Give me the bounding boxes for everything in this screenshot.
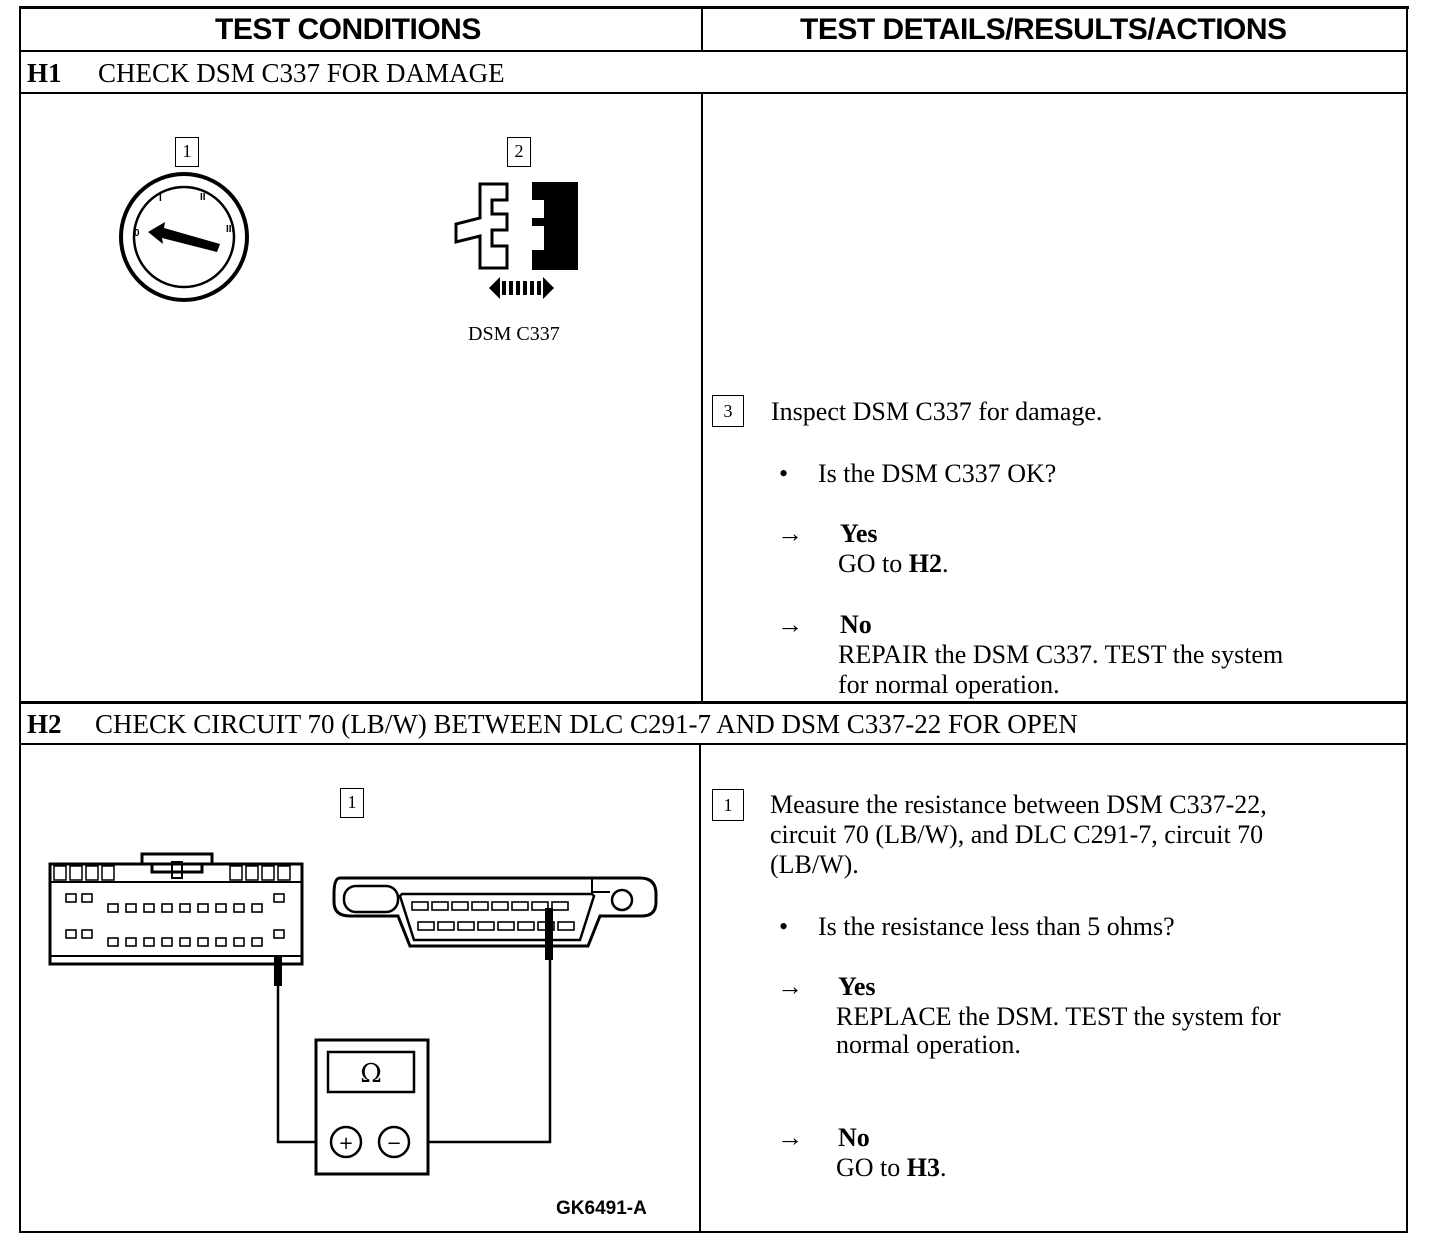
svg-text:0: 0 — [134, 228, 140, 239]
h1-no-action-line2: for normal operation. — [838, 670, 1060, 699]
meter-omega-symbol: Ω — [360, 1059, 382, 1089]
meter-minus-terminal: − — [386, 1133, 401, 1154]
h2-figure-step-1: 1 — [340, 788, 364, 818]
h1-figure-step-2: 2 — [507, 137, 531, 167]
h1-yes-target: H2 — [908, 549, 943, 578]
h2-question: Is the resistance less than 5 ohms? — [818, 912, 1175, 941]
h1-yes-action: GO to H2. — [838, 549, 949, 578]
table-border-top — [19, 6, 1409, 9]
h1-question: Is the DSM C337 OK? — [818, 459, 1057, 488]
meter-plus-terminal: + — [338, 1133, 353, 1154]
h2-question-bullet: • — [779, 912, 789, 941]
h1-step-id: H1 — [27, 58, 62, 88]
svg-text:III: III — [226, 224, 235, 235]
h2-step-id: H2 — [27, 709, 62, 739]
h2-step-1-number: 1 — [712, 789, 744, 821]
h2-no-target: H3 — [906, 1153, 941, 1182]
h1-no-label: No — [840, 610, 872, 639]
h1-question-bullet: • — [779, 459, 789, 488]
h1-yes-label: Yes — [840, 519, 878, 548]
connector-label-dsm-c337: DSM C337 — [468, 323, 560, 345]
h1-bottom-rule — [19, 701, 1408, 704]
h1-step-title: CHECK DSM C337 FOR DAMAGE — [98, 58, 505, 88]
h1-figure-step-1: 1 — [175, 137, 199, 167]
header-col-divider — [701, 6, 703, 52]
h1-title-rule — [19, 92, 1408, 94]
h2-step-1-line2: circuit 70 (LB/W), and DLC C291-7, circu… — [770, 820, 1264, 849]
h2-step-title: CHECK CIRCUIT 70 (LB/W) BETWEEN DLC C291… — [95, 709, 1078, 739]
h2-no-action: GO to H3. — [836, 1153, 947, 1182]
svg-text:I: I — [159, 193, 162, 204]
h1-step-3-number: 3 — [712, 395, 744, 427]
h2-no-arrow: → — [777, 1123, 803, 1152]
h2-yes-arrow: → — [777, 972, 803, 1001]
dsm-connector-icon — [454, 182, 578, 299]
column-header-test-conditions: TEST CONDITIONS — [215, 13, 481, 46]
h2-yes-action-line1: REPLACE the DSM. TEST the system for — [836, 1002, 1281, 1031]
ohmmeter-icon: Ω + − — [314, 1038, 430, 1176]
table-border-left — [19, 6, 21, 1233]
dlc-connector-icon — [332, 876, 658, 960]
header-rule — [19, 50, 1408, 52]
h2-col-divider — [699, 743, 701, 1233]
dsm-connector-face-icon — [48, 852, 304, 986]
ignition-switch-icon: 0 I II III — [119, 172, 249, 302]
h2-yes-action-line2: normal operation. — [836, 1030, 1021, 1059]
h1-no-action-line1: REPAIR the DSM C337. TEST the system — [838, 640, 1284, 669]
h1-col-divider — [701, 92, 703, 703]
h2-yes-label: Yes — [838, 972, 876, 1001]
h2-no-label: No — [838, 1123, 870, 1152]
table-border-right — [1406, 6, 1408, 1233]
h1-no-arrow: → — [777, 610, 803, 639]
h1-step-3-text: Inspect DSM C337 for damage. — [771, 397, 1103, 426]
column-header-test-details: TEST DETAILS/RESULTS/ACTIONS — [800, 13, 1287, 46]
table-border-bottom — [19, 1231, 1408, 1233]
figure-id: GK6491-A — [556, 1198, 647, 1219]
h2-step-1-line3: (LB/W). — [770, 850, 859, 879]
h2-title-rule — [19, 743, 1408, 745]
svg-text:II: II — [200, 192, 206, 203]
h1-yes-arrow: → — [777, 519, 803, 548]
h2-step-1-line1: Measure the resistance between DSM C337-… — [770, 790, 1267, 819]
